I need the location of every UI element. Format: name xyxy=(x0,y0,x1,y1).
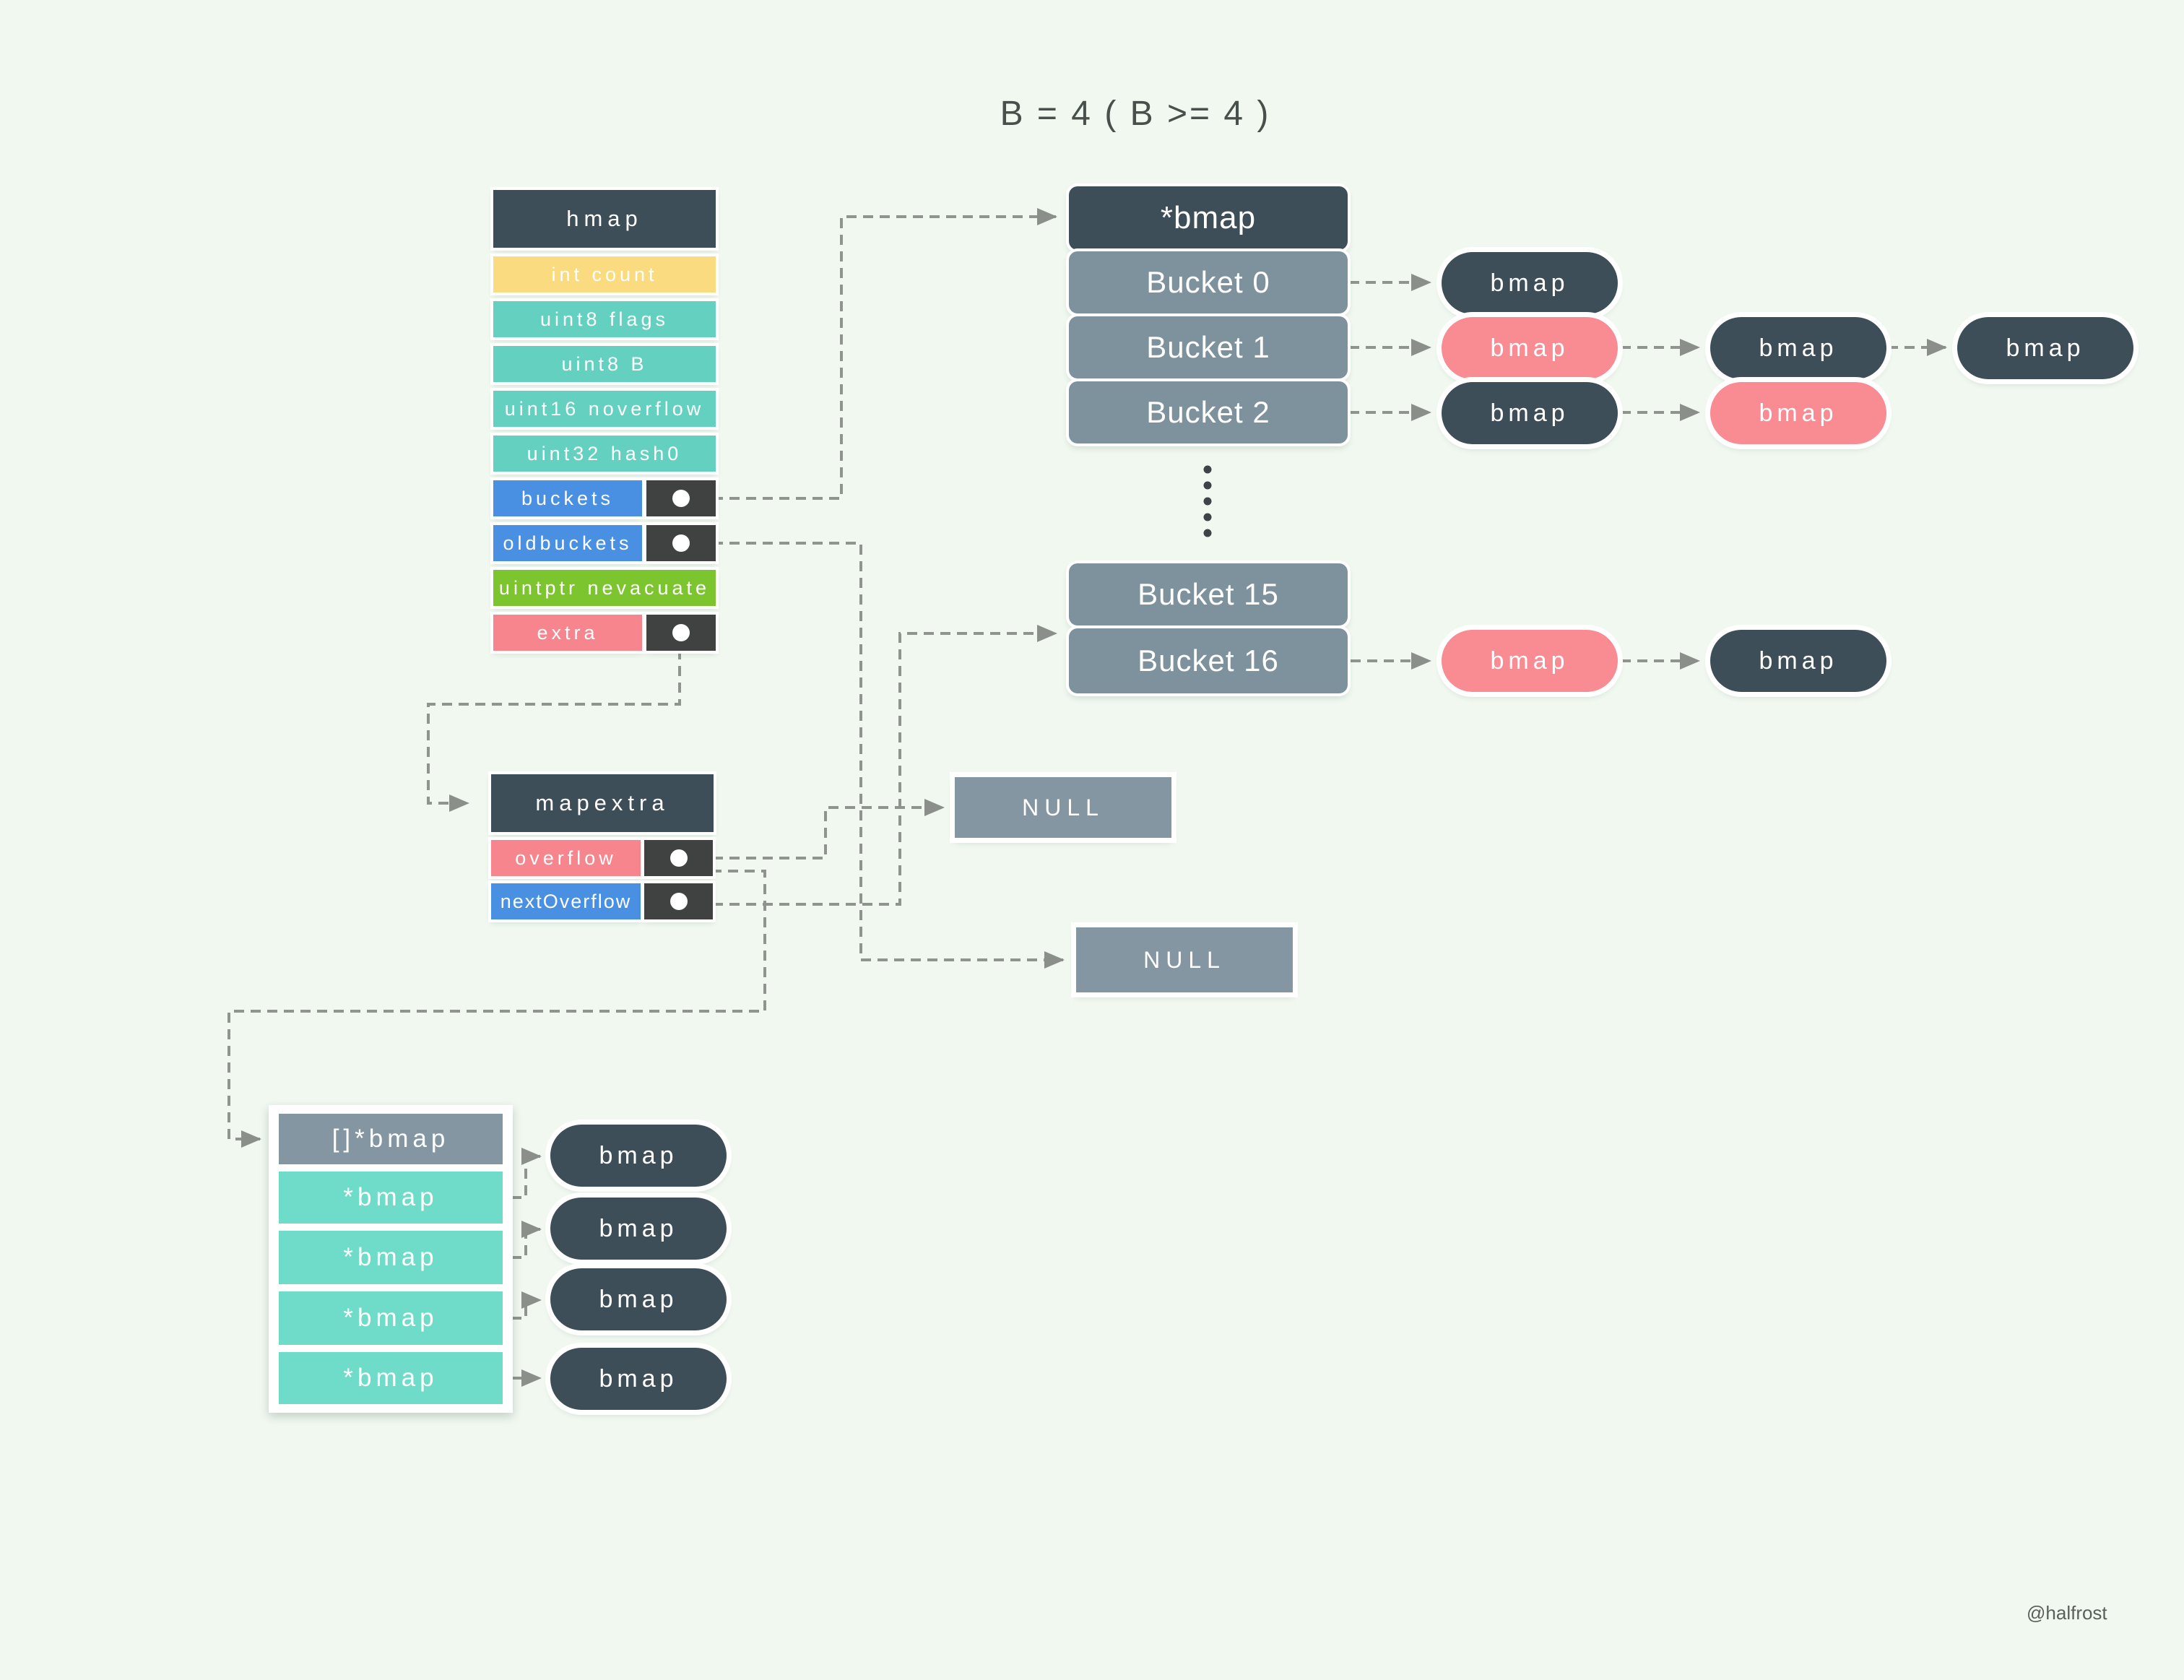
mapextra-header: mapextra xyxy=(491,774,714,832)
bmap-pill: bmap xyxy=(1957,317,2133,379)
hmap-field-extra: extra xyxy=(493,615,642,651)
oldbuckets-pointer-cell xyxy=(646,525,716,561)
pointer-dot xyxy=(670,893,688,910)
bucket-2: Bucket 2 xyxy=(1069,381,1348,443)
bmap-pill-pink: bmap xyxy=(1710,382,1886,444)
edge-oldbuckets-to-null xyxy=(680,542,1065,969)
overflow-slice-row: *bmap xyxy=(279,1352,503,1404)
diagram-title: B = 4 ( B >= 4 ) xyxy=(1000,95,1271,133)
edge-slice-row3-pill xyxy=(511,1291,542,1320)
bucket-15: Bucket 15 xyxy=(1069,563,1348,625)
pointer-dot xyxy=(672,534,690,552)
hmap-field-count: int count xyxy=(493,256,716,293)
overflow-slice-header: []*bmap xyxy=(279,1114,503,1164)
overflow-pointer-cell xyxy=(644,840,713,876)
extra-pointer-cell xyxy=(646,615,716,651)
bucket-16: Bucket 16 xyxy=(1069,628,1348,693)
mapextra-field-overflow: overflow xyxy=(491,840,641,876)
hmap-header: hmap xyxy=(493,190,716,248)
hmap-field-noverflow: uint16 noverflow xyxy=(493,391,716,427)
hmap-field-flags: uint8 flags xyxy=(493,301,716,337)
bmap-pill: bmap xyxy=(550,1125,727,1187)
hmap-field-oldbuckets: oldbuckets xyxy=(493,525,642,561)
hmap-field-nevacuate: uintptr nevacuate xyxy=(493,570,716,606)
bmap-pill: bmap xyxy=(550,1268,727,1330)
overflow-slice-row: *bmap xyxy=(279,1231,503,1284)
edge-buckets-to-bmap-array xyxy=(680,208,1057,500)
bucket-array-header: *bmap xyxy=(1069,186,1348,250)
bmap-pill: bmap xyxy=(1710,317,1886,379)
hmap-field-hash0: uint32 hash0 xyxy=(493,436,716,472)
buckets-pointer-cell xyxy=(646,480,716,516)
hmap-field-buckets: buckets xyxy=(493,480,642,516)
bucket-1: Bucket 1 xyxy=(1069,316,1348,378)
ellipsis-dots xyxy=(1203,465,1212,537)
watermark: @halfrost xyxy=(2027,1602,2107,1624)
edge-slice-row1-pill xyxy=(511,1148,542,1199)
pointer-dot xyxy=(672,624,690,641)
pointer-dot xyxy=(670,849,688,867)
overflow-slice-row: *bmap xyxy=(279,1291,503,1345)
pointer-dot xyxy=(672,490,690,507)
hmap-field-b: uint8 B xyxy=(493,346,716,382)
edge-slice-row2-pill xyxy=(511,1221,542,1259)
null-box-oldbuckets: NULL xyxy=(1076,927,1293,992)
bmap-pill: bmap xyxy=(1442,382,1618,444)
bmap-pill: bmap xyxy=(550,1348,727,1410)
bmap-pill: bmap xyxy=(1710,630,1886,692)
null-box-overflow: NULL xyxy=(955,777,1171,838)
bucket-0: Bucket 0 xyxy=(1069,251,1348,313)
bmap-pill-pink: bmap xyxy=(1442,630,1618,692)
nextoverflow-pointer-cell xyxy=(644,883,713,919)
mapextra-field-nextoverflow: nextOverflow xyxy=(491,883,641,919)
edge-extra-to-mapextra xyxy=(427,633,681,812)
bmap-pill: bmap xyxy=(550,1198,727,1260)
bmap-pill: bmap xyxy=(1442,252,1618,314)
edge-overflow-to-null xyxy=(680,799,945,860)
bmap-pill-pink: bmap xyxy=(1442,317,1618,379)
overflow-slice-row: *bmap xyxy=(279,1172,503,1224)
edge-nextoverflow-to-bucket16 xyxy=(680,625,1057,906)
